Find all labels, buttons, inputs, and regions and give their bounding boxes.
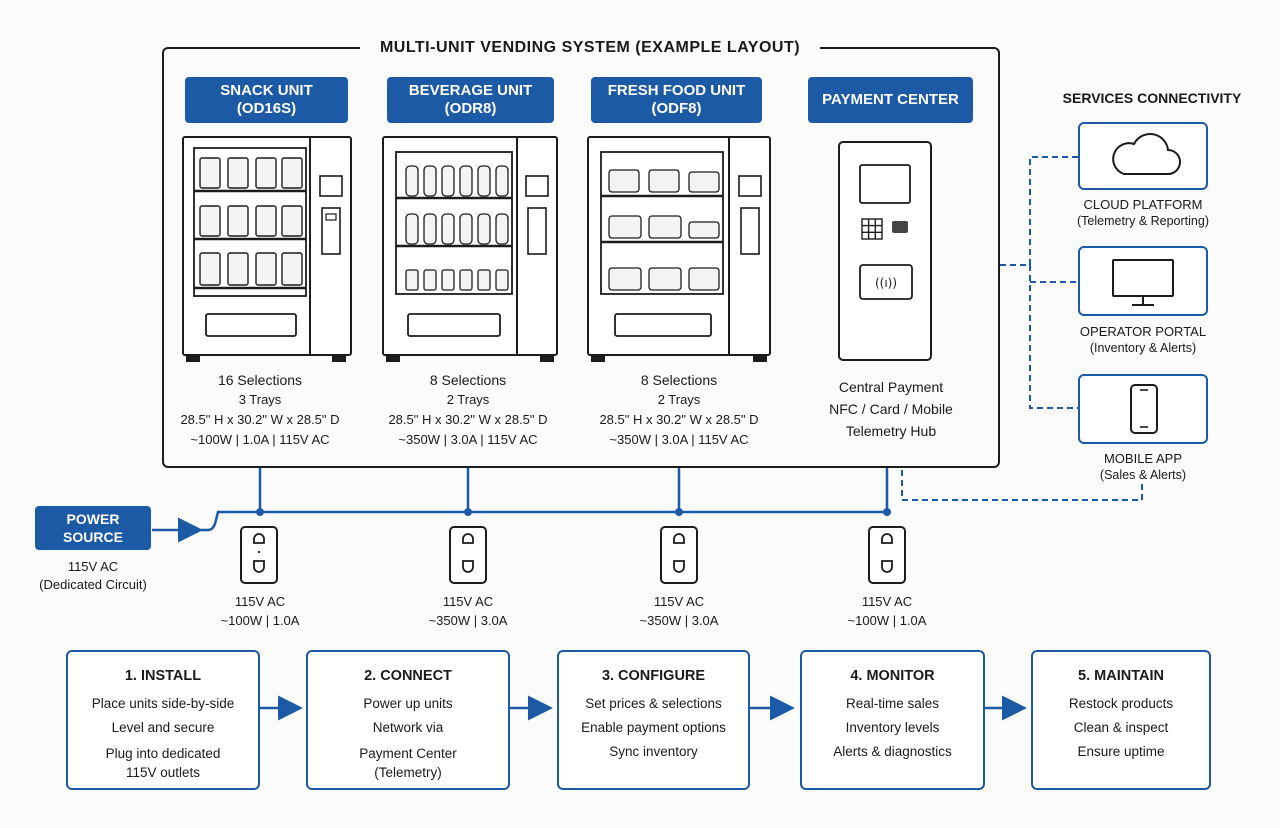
snack-unit-badge: SNACK UNIT (OD16S) <box>185 77 348 123</box>
outlet-label: 115V AC~100W | 1.0A <box>847 594 927 628</box>
step-install: 1. INSTALL Place units side-by-side Leve… <box>66 650 260 790</box>
payment-center-badge: PAYMENT CENTER <box>808 77 973 123</box>
unit-model: (OD16S) <box>236 100 297 117</box>
outlet-icon <box>868 526 906 584</box>
unit-name: SNACK UNIT <box>220 82 313 99</box>
snack-unit-specs: 16 Selections 3 Trays 28.5" H x 30.2" W … <box>180 372 340 447</box>
outlet-label: 115V AC~100W | 1.0A <box>220 594 300 628</box>
power-source-badge: POWER SOURCE <box>35 506 151 550</box>
cloud-icon <box>1112 133 1181 175</box>
unit-model: (ODR8) <box>444 100 497 117</box>
unit-name: PAYMENT CENTER <box>822 91 959 108</box>
system-title: MULTI-UNIT VENDING SYSTEM (EXAMPLE LAYOU… <box>360 36 820 60</box>
outlet-icon <box>660 526 698 584</box>
step-connect: 2. CONNECT Power up units Network via Pa… <box>306 650 510 790</box>
payment-kiosk-icon: ((ı)) <box>838 141 932 361</box>
operator-portal-label: OPERATOR PORTAL (Inventory & Alerts) <box>1079 324 1207 355</box>
operator-portal-box <box>1078 246 1208 316</box>
beverage-unit-specs: 8 Selections 2 Trays 28.5" H x 30.2" W x… <box>388 372 548 447</box>
unit-model: (ODF8) <box>651 100 702 117</box>
unit-name: FRESH FOOD UNIT <box>607 82 746 99</box>
unit-name: BEVERAGE UNIT <box>408 82 533 99</box>
fresh-food-unit-badge: FRESH FOOD UNIT (ODF8) <box>591 77 762 123</box>
beverage-machine-icon <box>382 136 558 362</box>
connectivity-dashed-line <box>1000 156 1078 266</box>
fresh-food-machine-icon <box>587 136 771 362</box>
fresh-food-unit-specs: 8 Selections 2 Trays 28.5" H x 30.2" W x… <box>599 372 759 447</box>
bus-node <box>675 508 683 516</box>
monitor-icon <box>1112 259 1174 306</box>
svg-text:((ı)): ((ı)) <box>875 276 897 290</box>
mobile-app-label: MOBILE APP (Sales & Alerts) <box>1099 451 1187 482</box>
cloud-platform-label: CLOUD PLATFORM (Telemetry & Reporting) <box>1077 197 1209 228</box>
smartphone-icon <box>1130 384 1158 434</box>
outlet-label: 115V AC~350W | 3.0A <box>639 594 719 628</box>
payment-center-specs: Central Payment NFC / Card / Mobile Tele… <box>829 379 953 439</box>
step-configure: 3. CONFIGURE Set prices & selections Ena… <box>557 650 750 790</box>
step-maintain: 5. MAINTAIN Restock products Clean & ins… <box>1031 650 1211 790</box>
connectivity-dashed-line <box>1029 265 1078 409</box>
cloud-platform-box <box>1078 122 1208 190</box>
outlet-label: 115V AC~350W | 3.0A <box>428 594 508 628</box>
power-bus-line <box>198 510 887 532</box>
outlet-icon <box>449 526 487 584</box>
bus-node <box>256 508 264 516</box>
outlet-icon <box>240 526 278 584</box>
snack-machine-icon <box>182 136 352 362</box>
power-source-note: 115V AC (Dedicated Circuit) <box>39 559 147 592</box>
bus-node <box>464 508 472 516</box>
step-monitor: 4. MONITOR Real-time sales Inventory lev… <box>800 650 985 790</box>
connectivity-dashed-line <box>901 470 1143 501</box>
bus-node <box>883 508 891 516</box>
services-heading: SERVICES CONNECTIVITY <box>1062 90 1242 106</box>
beverage-unit-badge: BEVERAGE UNIT (ODR8) <box>387 77 554 123</box>
mobile-app-box <box>1078 374 1208 444</box>
